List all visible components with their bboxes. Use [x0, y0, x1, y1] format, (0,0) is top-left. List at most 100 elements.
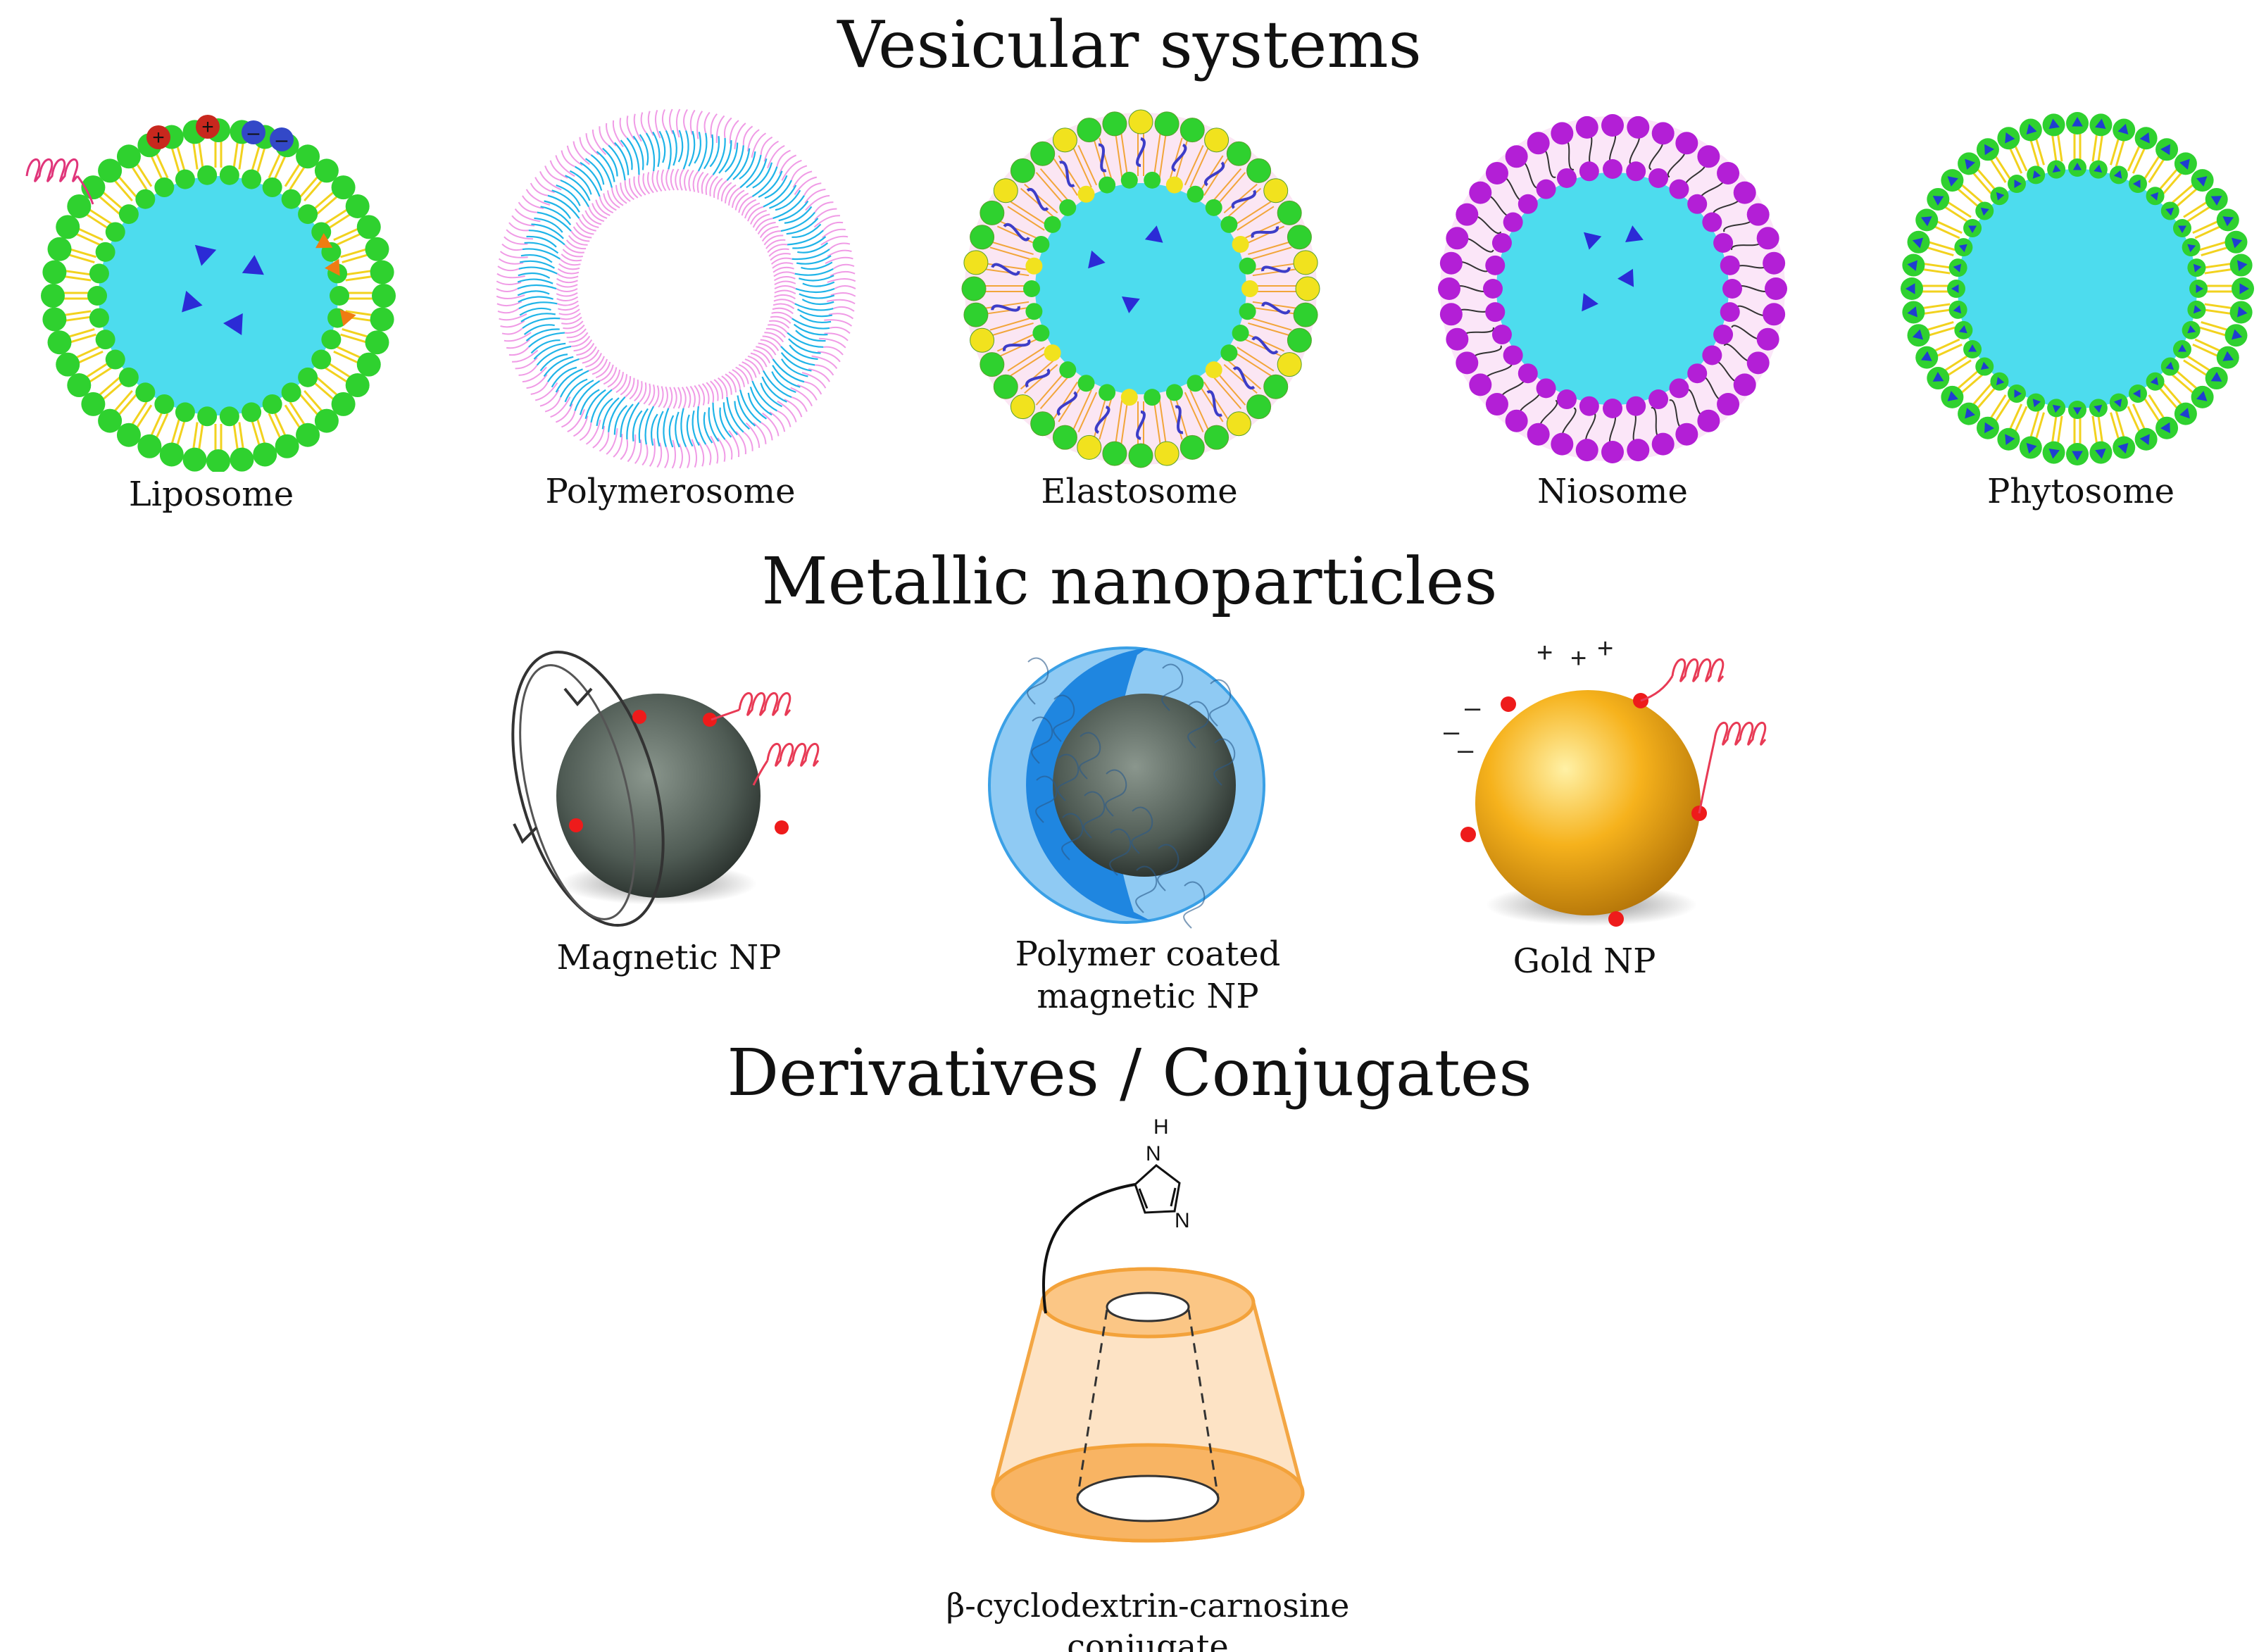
- outer-lipid-head: [356, 352, 381, 377]
- inner-surfactant-head: [1713, 325, 1734, 345]
- hydrophobic-block: [560, 179, 590, 208]
- edge-activator: [1136, 137, 1146, 167]
- inner-hydrophilic-block: [643, 383, 651, 405]
- lipid-tail: [2109, 412, 2120, 440]
- hydrophobic-block: [534, 217, 563, 233]
- hydrophobic-block: [734, 401, 750, 430]
- lipid-tail: [2192, 220, 2219, 234]
- chain-linker: [711, 708, 740, 721]
- inner-hydrophilic-block: [558, 263, 580, 270]
- inner-surfactant-head: [1720, 255, 1740, 275]
- inner-hydrophilic-block: [692, 170, 699, 192]
- edge-activator: [1056, 391, 1077, 416]
- lipid-tail: [1989, 394, 2007, 420]
- lipid-tail: [2183, 359, 2208, 377]
- inner-head: [1025, 303, 1043, 320]
- hydrophilic-block: [544, 165, 561, 181]
- lipid-tail: [2194, 225, 2222, 239]
- hydrophilic-block: [534, 177, 555, 194]
- hydrophobic-block: [784, 206, 813, 224]
- inner-head: [1099, 176, 1116, 194]
- lipid-tail: [289, 165, 306, 190]
- hydrophobic-block: [794, 303, 834, 311]
- inner-phytoconstituent: [2113, 170, 2122, 179]
- hydrophobic-block: [551, 366, 577, 388]
- inner-hydrophilic-block: [559, 258, 581, 266]
- inner-surfactant-head: [1648, 389, 1669, 410]
- hydrophilic-block: [691, 439, 698, 468]
- surfactant-head: [1505, 409, 1528, 432]
- inner-phytoconstituent: [2032, 170, 2041, 179]
- outer-lipid-head: [331, 175, 356, 200]
- inner-hydrophilic-block: [774, 280, 796, 286]
- edge-activator: [1094, 405, 1110, 434]
- lipid-tail: [2132, 147, 2146, 174]
- aqueous-core: [1496, 173, 1729, 405]
- hydrophobic-block: [712, 137, 726, 175]
- polymer-chain: [1053, 694, 1075, 742]
- hydrophobic-block: [517, 278, 553, 284]
- hydrophobic-block: [645, 132, 656, 172]
- inner-hydrophilic-block: [653, 385, 660, 407]
- inner-hydrophilic-block: [620, 182, 631, 202]
- edge-activator: [1251, 336, 1279, 355]
- outer-head: [1246, 394, 1272, 420]
- hydrophobic-block: [540, 206, 572, 226]
- inner-phytoconstituent: [2094, 404, 2103, 413]
- inner-head: [1220, 344, 1238, 362]
- inner-hydrophilic-block: [661, 169, 667, 192]
- polymer-chain: [1061, 813, 1084, 861]
- inner-hydrophilic-block: [734, 192, 749, 211]
- inner-phytoconstituent: [1980, 361, 1989, 370]
- inner-hydrophilic-block: [717, 180, 727, 200]
- inner-head: [1205, 199, 1222, 216]
- hydrophilic-block: [518, 201, 537, 213]
- outer-head: [1277, 352, 1302, 377]
- outer-head: [1128, 109, 1153, 134]
- inner-lipid-head: [242, 169, 262, 189]
- surfactant-head: [1527, 132, 1550, 155]
- surfactant-head: [1756, 227, 1779, 250]
- inner-hydrophilic-block: [603, 367, 618, 385]
- inner-surfactant-head: [1722, 279, 1742, 299]
- inner-hydrophilic-block: [770, 315, 791, 324]
- hydrophobic-block: [680, 408, 687, 448]
- phytoconstituent: [1965, 408, 1975, 419]
- hydrophobic-block: [799, 314, 832, 324]
- inner-phytoconstituent: [1953, 263, 1962, 273]
- lipid-tail: [324, 208, 349, 225]
- lipid-tail: [1211, 168, 1242, 203]
- lipid-tail: [1115, 399, 1123, 444]
- hydrophobic-block: [517, 290, 550, 296]
- lipid-tail: [170, 146, 181, 174]
- edge-activator: [1003, 223, 1030, 242]
- hydrophobic-block: [602, 147, 618, 177]
- lipid-tail: [1960, 183, 1984, 204]
- inner-phytoconstituent: [2014, 180, 2022, 189]
- inner-head: [1187, 375, 1204, 392]
- polymer-chain: [1209, 679, 1232, 727]
- inner-hydrophilic-block: [710, 380, 719, 401]
- hydrophilic-block: [705, 444, 712, 465]
- hydrophilic-block: [501, 243, 523, 251]
- inner-phytoconstituent: [1951, 284, 1959, 294]
- phytoconstituent: [2232, 237, 2243, 249]
- outer-lipid-head: [365, 237, 389, 261]
- hydrophobic-block: [801, 261, 833, 270]
- phytoconstituent: [1907, 306, 1917, 318]
- hydrophobic-block: [580, 161, 603, 191]
- surfactant-head: [1456, 203, 1479, 226]
- lipid-tail: [1211, 375, 1242, 410]
- inner-hydrophilic-block: [668, 387, 673, 409]
- lipid-tail: [1972, 382, 1992, 406]
- lipid-tail: [175, 144, 187, 173]
- hydrophobic-block: [547, 358, 580, 382]
- phytoconstituent: [2026, 123, 2037, 134]
- inner-surfactant-head: [1687, 363, 1708, 384]
- hydrophilic-block: [830, 292, 856, 297]
- inner-phytoconstituent: [2196, 284, 2203, 294]
- outer-head: [963, 302, 989, 327]
- lipid-tail: [1926, 320, 1954, 332]
- targeting-chain: [766, 742, 820, 767]
- inner-hydrophilic-block: [656, 170, 663, 192]
